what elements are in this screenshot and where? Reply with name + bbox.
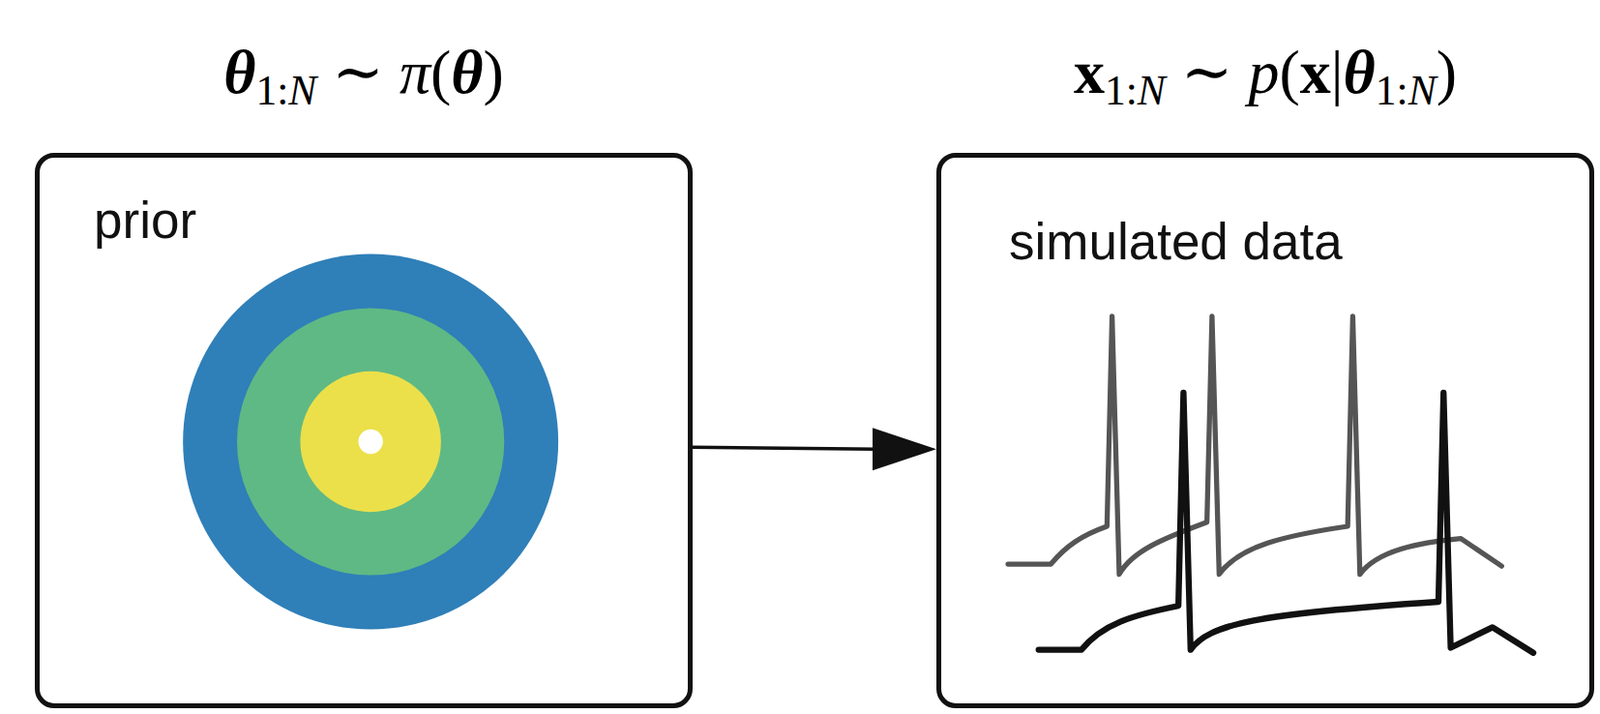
panel-box: θ1:N ∼ π(θ)prior: [34, 152, 693, 709]
math-heading: x1:N ∼ p(x|θ1:N): [883, 41, 1600, 104]
outer-contour: [182, 254, 559, 630]
prior-density: [182, 254, 559, 630]
inner-contour: [299, 371, 441, 512]
panel-label: simulated data: [1008, 215, 1343, 267]
math-heading: θ1:N ∼ π(θ): [0, 41, 746, 104]
middle-contour: [237, 307, 504, 575]
flow-arrow: [692, 427, 937, 471]
mode-dot: [357, 429, 383, 454]
voltage-traces: [1007, 316, 1534, 653]
panel-label: prior: [93, 194, 197, 246]
black-trace: [1038, 392, 1534, 653]
grey-trace: [1007, 316, 1502, 575]
panel-box: x1:N ∼ p(x|θ1:N)simulated data: [936, 152, 1595, 709]
arrow-head: [872, 427, 937, 471]
arrow-shaft: [692, 446, 877, 449]
